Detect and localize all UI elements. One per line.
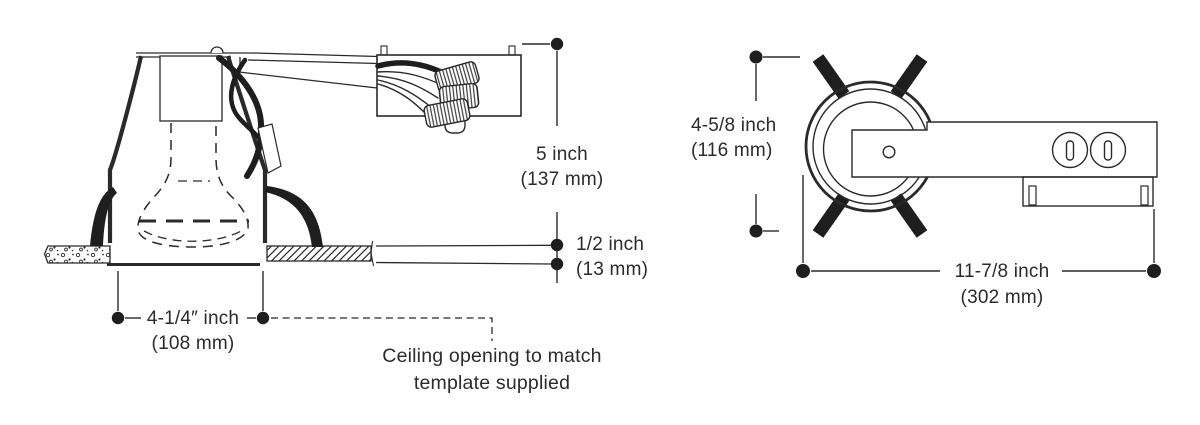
dim-top-height-metric: (116 mm): [691, 140, 773, 161]
dim-lines-height: [522, 37, 564, 126]
socket-housing: [159, 55, 223, 122]
dim-ceiling-metric: (13 mm): [576, 259, 649, 280]
leader-dashed-line: [271, 317, 493, 341]
spring-clip-left: [90, 187, 117, 246]
dim-ceiling-value: 1/2 inch: [576, 234, 645, 255]
knockouts: [1051, 131, 1127, 169]
ceiling-section-left: [43, 245, 111, 264]
ceiling-section-right: [266, 240, 552, 267]
spring-clip-right: [265, 186, 323, 247]
side-view-drawing: [43, 37, 564, 341]
dim-top-length-label: 11-7/8 inch (302 mm): [921, 259, 1083, 311]
dim-opening-metric: (108 mm): [151, 333, 235, 354]
dim-opening-label: 4-1/4″ inch (108 mm): [123, 306, 263, 356]
top-view-drawing: [749, 50, 1161, 278]
adjustment-strap: [257, 123, 282, 174]
dim-height-value: 5 inch: [536, 144, 588, 165]
dim-lines-ceiling: [550, 212, 564, 283]
dim-height-label: 5 inch (137 mm): [487, 142, 637, 192]
dim-height-metric: (137 mm): [520, 169, 604, 190]
bracket-hole: [882, 145, 896, 159]
lamp-dashed-outline: [137, 123, 249, 248]
junction-box-top: [1022, 176, 1154, 207]
note-line-2: template supplied: [413, 372, 571, 394]
dim-lines-top-length: [796, 175, 1161, 278]
dim-lines-top-height: [749, 50, 800, 238]
note-line-1: Ceiling opening to match: [382, 345, 602, 367]
dim-ceiling-label: 1/2 inch (13 mm): [576, 232, 648, 282]
box-wires: [375, 60, 445, 114]
dim-top-height-value: 4-5/8 inch: [691, 115, 777, 136]
dim-opening-value: 4-1/4″ inch: [146, 308, 240, 329]
ceiling-opening-note: Ceiling opening to match template suppli…: [362, 343, 622, 397]
spring-clips: [90, 186, 323, 247]
dim-lines-opening: [111, 271, 493, 341]
socket-wires: [216, 55, 265, 179]
hanger-bar: [238, 52, 379, 89]
dim-top-height-label: 4-5/8 inch (116 mm): [691, 113, 776, 163]
dim-top-length-value: 11-7/8 inch: [954, 261, 1050, 282]
junction-box-side: [375, 45, 522, 134]
dim-top-length-metric: (302 mm): [960, 287, 1044, 308]
wire-nuts: [423, 61, 480, 128]
